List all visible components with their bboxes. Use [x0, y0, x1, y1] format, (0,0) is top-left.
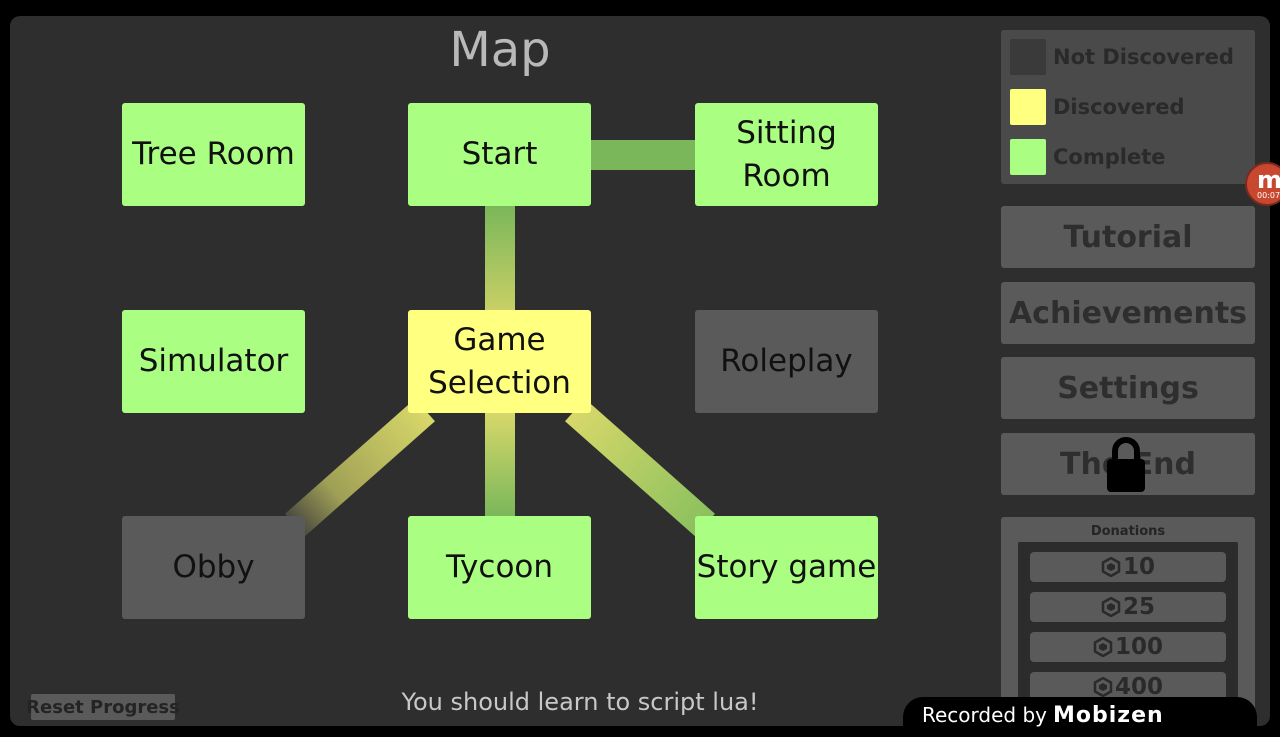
room-tycoon[interactable]: Tycoon	[408, 516, 591, 619]
room-story-game[interactable]: Story game	[695, 516, 878, 619]
map-title: Map	[449, 22, 551, 78]
donation-amount: 10	[1122, 554, 1155, 580]
recorder-timer: 00:07	[1257, 191, 1280, 200]
link-game-selection-obby	[285, 398, 435, 537]
donations-title: Donations	[1090, 524, 1166, 539]
legend-item-complete: Complete	[1010, 139, 1165, 175]
room-start[interactable]: Start	[408, 103, 591, 206]
legend-item-not-discovered: Not Discovered	[1010, 39, 1234, 75]
room-label: Sitting Room	[736, 114, 837, 194]
donate-100-button[interactable]: 100	[1030, 632, 1226, 662]
tutorial-button[interactable]: Tutorial	[1001, 206, 1255, 268]
room-tree-room[interactable]: Tree Room	[122, 103, 305, 206]
mobizen-logo: m	[1257, 166, 1280, 194]
map-legend: Not Discovered Discovered Complete	[1001, 30, 1255, 184]
room-label: Simulator	[138, 343, 289, 379]
room-game-selection[interactable]: Game Selection	[408, 310, 591, 413]
robux-icon	[1093, 637, 1113, 657]
room-label: Tree Room	[132, 136, 295, 172]
hint-text: You should learn to script lua!	[401, 688, 759, 716]
donations-list: 10 25 100 400	[1018, 542, 1238, 727]
robux-icon	[1101, 557, 1121, 577]
legend-label: Discovered	[1053, 95, 1185, 119]
reset-progress-button[interactable]: Reset Progress	[26, 694, 180, 720]
legend-label: Complete	[1053, 145, 1166, 169]
donate-25-button[interactable]: 25	[1030, 592, 1226, 622]
link-game-selection-story-game	[565, 398, 715, 537]
room-label: Roleplay	[720, 343, 853, 379]
donations-panel: Donations 10 25 100 400	[1001, 517, 1255, 727]
map-connectors	[285, 140, 715, 537]
room-label: Tycoon	[445, 549, 554, 585]
legend-label: Not Discovered	[1053, 45, 1234, 69]
room-obby[interactable]: Obby	[122, 516, 305, 619]
settings-button[interactable]: Settings	[1001, 357, 1255, 419]
room-label: Game Selection	[428, 321, 571, 401]
legend-swatch	[1010, 89, 1046, 125]
lock-icon	[1107, 437, 1145, 492]
room-label: Obby	[172, 549, 255, 585]
donation-amount: 25	[1122, 594, 1155, 620]
room-roleplay[interactable]: Roleplay	[695, 310, 878, 413]
room-sitting-room[interactable]: Sitting Room	[695, 103, 878, 206]
room-label: Start	[461, 136, 538, 172]
donation-amount: 400	[1114, 674, 1163, 700]
donate-10-button[interactable]: 10	[1030, 552, 1226, 582]
room-simulator[interactable]: Simulator	[122, 310, 305, 413]
legend-swatch	[1010, 139, 1046, 175]
room-label: Story game	[696, 549, 877, 585]
robux-icon	[1093, 677, 1113, 697]
recorder-brand: Mobizen	[1053, 703, 1164, 728]
mobizen-icon[interactable]: m 00:07	[1245, 162, 1280, 206]
recorder-label: Recorded by	[922, 703, 1047, 727]
achievements-button[interactable]: Achievements	[1001, 282, 1255, 344]
robux-icon	[1101, 597, 1121, 617]
donation-amount: 100	[1114, 634, 1163, 660]
legend-item-discovered: Discovered	[1010, 89, 1185, 125]
legend-swatch	[1010, 39, 1046, 75]
